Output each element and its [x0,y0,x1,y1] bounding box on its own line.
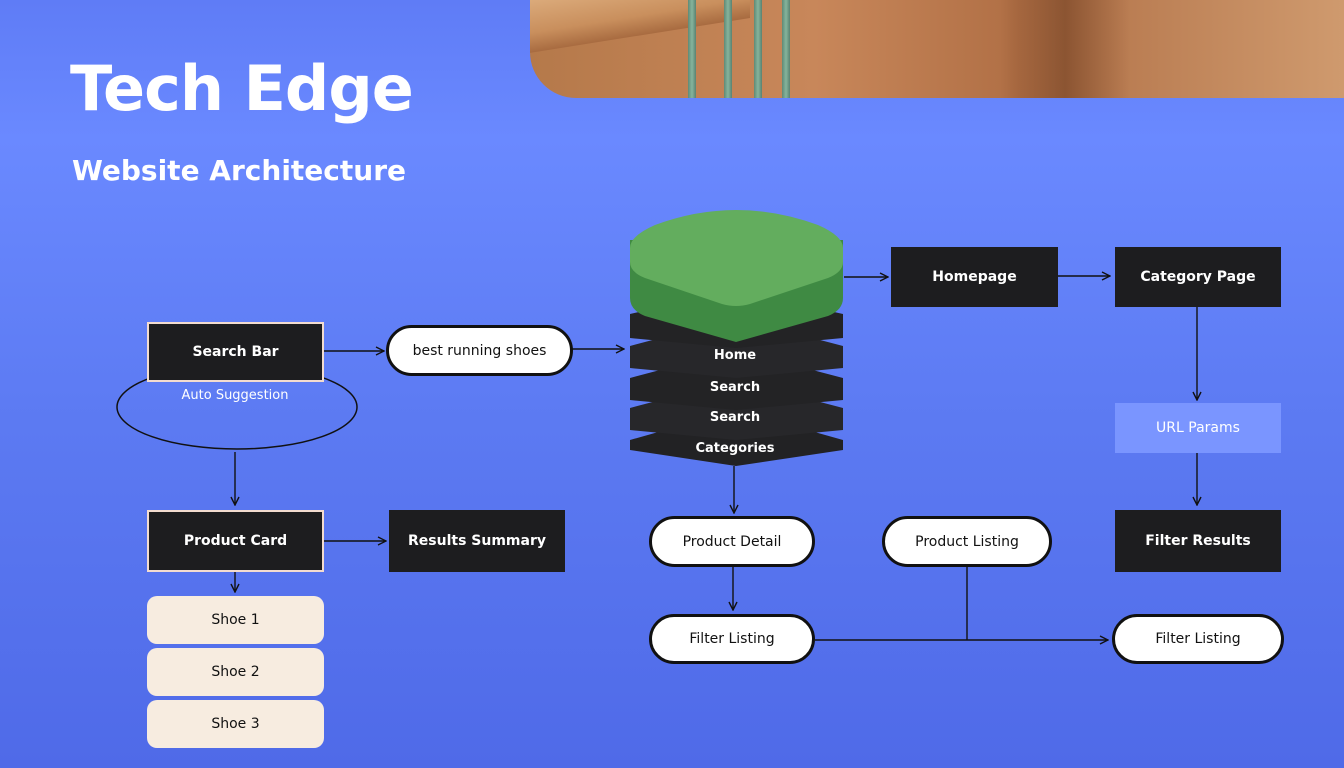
url-params-label: URL Params [1156,420,1240,436]
photo-pipe [688,0,696,98]
db-layer-label: Search [709,380,761,395]
shoe-label: Shoe 3 [211,716,260,732]
filter-results-label: Filter Results [1145,533,1251,549]
header-photo [530,0,1344,98]
shoe-label: Shoe 2 [211,664,260,680]
category-page-node: Category Page [1115,247,1281,307]
auto-suggestion-label: Auto Suggestion [181,388,289,403]
results-summary-label: Results Summary [408,533,546,549]
db-layer-label: Categories [695,441,775,456]
category-page-label: Category Page [1140,269,1256,285]
product-listing-node: Product Listing [882,516,1052,567]
results-summary-node: Results Summary [389,510,565,572]
product-detail-node: Product Detail [649,516,815,567]
shoe-item: Shoe 3 [147,700,324,748]
page-subtitle: Website Architecture [72,154,407,187]
url-params-node: URL Params [1115,403,1281,453]
filter-listing-right-node: Filter Listing [1112,614,1284,664]
search-bar-label: Search Bar [192,344,279,360]
product-detail-label: Product Detail [682,533,782,550]
shoe-item: Shoe 2 [147,648,324,696]
filter-listing-right-label: Filter Listing [1155,631,1241,647]
page-title: Tech Edge [70,52,414,125]
db-layer-label: Search [709,410,761,425]
db-top-face [630,210,843,306]
database-stack [630,210,843,466]
homepage-node: Homepage [891,247,1058,307]
search-bar-node: Search Bar [147,322,324,382]
filter-results-node: Filter Results [1115,510,1281,572]
product-card-node: Product Card [147,510,324,572]
photo-shadow [1000,0,1130,98]
filter-listing-left-label: Filter Listing [689,631,775,647]
shoe-item: Shoe 1 [147,596,324,644]
db-layer-label: Home [713,348,757,363]
photo-pipe [782,0,790,98]
homepage-label: Homepage [932,269,1017,285]
product-listing-label: Product Listing [915,533,1019,550]
shoe-label: Shoe 1 [211,612,260,628]
query-node: best running shoes [386,325,573,376]
query-label: best running shoes [412,342,547,359]
product-card-label: Product Card [183,533,288,549]
filter-listing-left-node: Filter Listing [649,614,815,664]
photo-pipe [724,0,732,98]
photo-pipe [754,0,762,98]
